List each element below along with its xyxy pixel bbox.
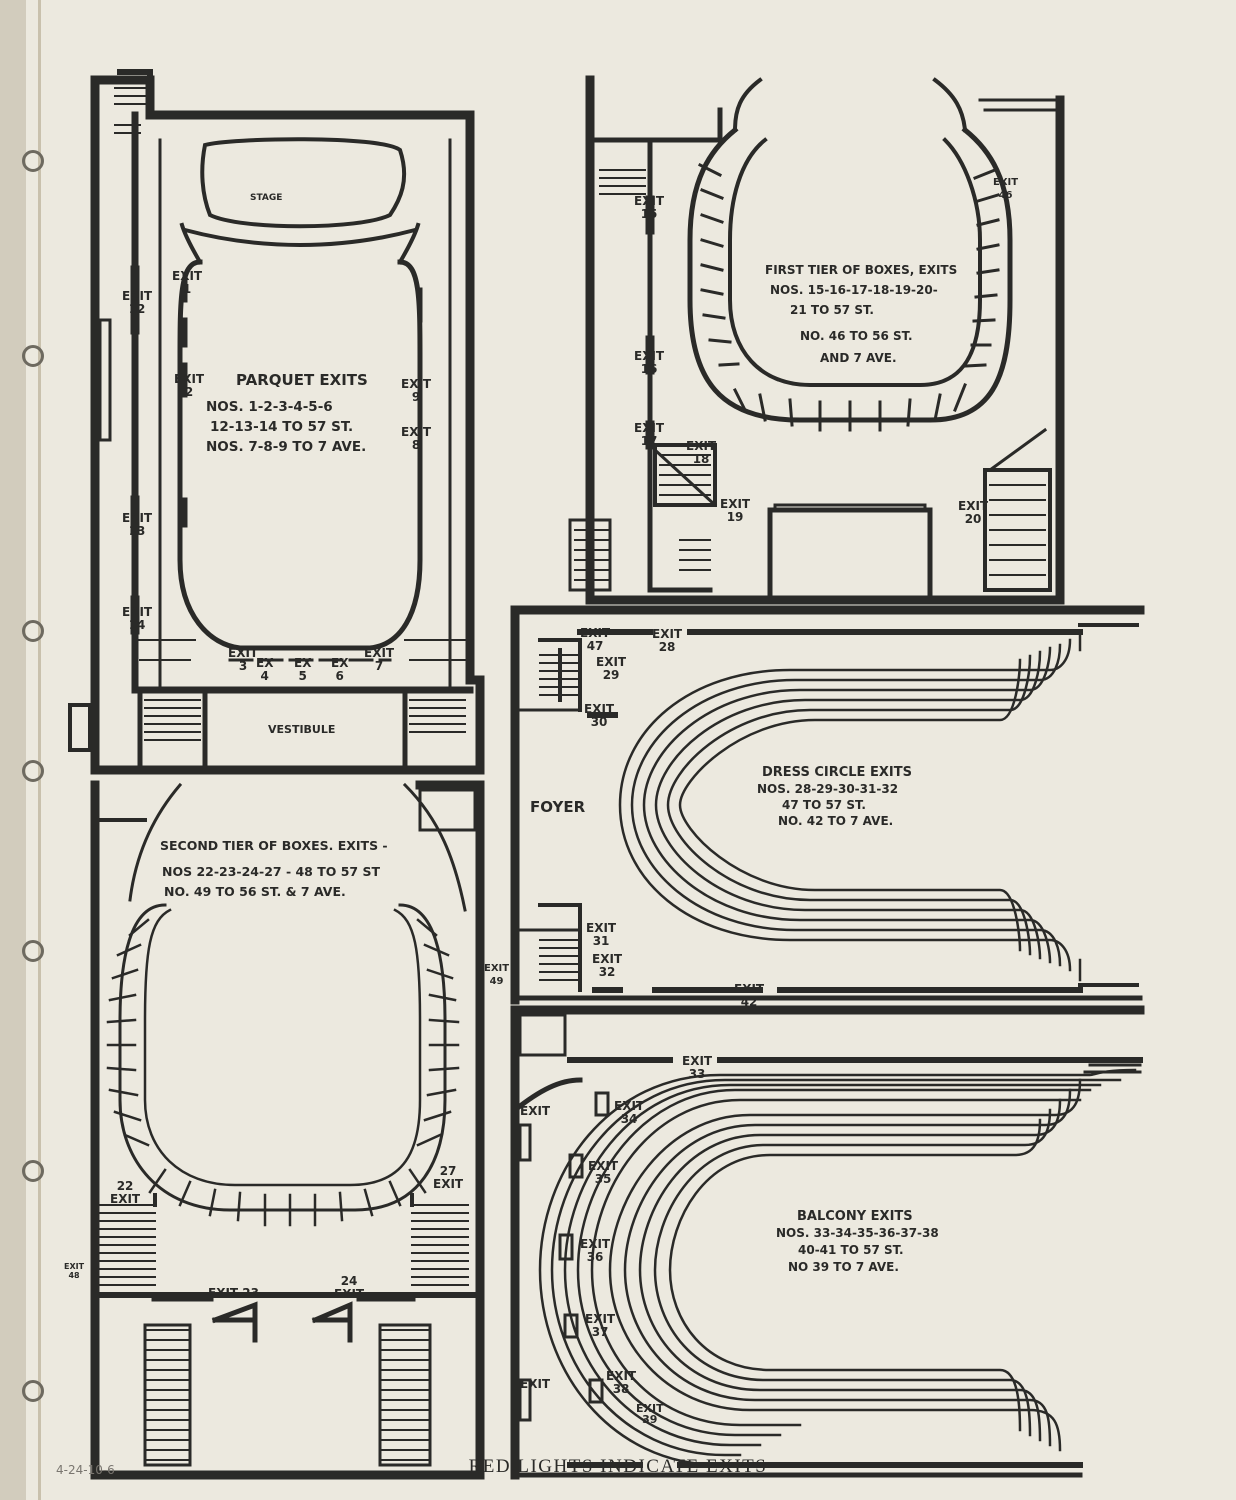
exit-9-label: EXIT 9 [401,377,432,404]
exit-5-label: EX 5 [294,656,312,683]
exit-42-label: EXIT 42 [734,982,765,1009]
dress-circle-line-3: NO. 42 TO 7 AVE. [778,814,894,828]
exit-46-label: EXIT 46 [993,177,1019,201]
parquet-plan [68,69,485,775]
exit-17-label: EXIT 17 [634,421,665,448]
exit-8-label: EXIT 8 [401,425,432,452]
exit-36-label: EXIT 36 [580,1237,611,1264]
dress-circle-line-1: NOS. 28-29-30-31-32 [757,782,899,796]
first-tier-plan [568,75,1065,605]
balcony-exits-line-2: 40-41 TO 57 ST. [798,1243,904,1257]
exit-18-label: EXIT 18 [686,439,717,466]
balcony-exits-title: BALCONY EXITS [797,1209,913,1224]
binding-ring-icon [22,1160,44,1182]
balcony-exits-line-3: NO 39 TO 7 AVE. [788,1260,899,1274]
second-tier-line-2: NO. 49 TO 56 ST. & 7 AVE. [164,884,346,899]
exit-13-label: EXIT 13 [122,511,153,538]
exit-22-label: 22 EXIT [110,1179,141,1206]
exit-40-label: EXIT [520,1104,551,1118]
exit-37-label: EXIT 37 [585,1312,616,1339]
exit-34-label: EXIT 34 [614,1099,645,1126]
exit-23-label: EXIT 23 [208,1286,259,1300]
exit-35-label: EXIT 35 [588,1159,619,1186]
binding-edge [38,0,41,1500]
vestibule-label: VESTIBULE [268,723,336,736]
first-tier-line-4: AND 7 AVE. [820,351,897,365]
exit-38-label: EXIT 38 [606,1369,637,1396]
footer-caption: RED LIGHTS INDICATE EXITS [468,1456,768,1477]
second-tier-title: SECOND TIER OF BOXES. EXITS - [160,838,388,853]
exit-30-label: EXIT 30 [584,702,615,729]
dress-circle-plan [510,605,1145,1005]
exit-15-label: EXIT 15 [634,194,665,221]
exit-29-label: EXIT 29 [596,655,627,682]
dress-circle-title: DRESS CIRCLE EXITS [762,765,912,780]
exit-2-label: EXIT 2 [174,372,205,399]
parquet-exits-line-2: 12-13-14 TO 57 ST. [210,419,354,435]
exit-16-label: EXIT 16 [634,349,665,376]
first-tier-line-1: NOS. 15-16-17-18-19-20- [770,283,938,297]
exit-48-label: EXIT 48 [64,1262,85,1280]
second-tier-plan [90,780,485,1480]
exit-49-label: EXIT 49 [484,963,510,987]
exit-12-label: EXIT 12 [122,289,153,316]
exit-33-label: EXIT 33 [682,1054,713,1081]
binding-ring-icon [22,760,44,782]
exit-27-label: 27 EXIT [433,1164,464,1191]
exit-31-label: EXIT 31 [586,921,617,948]
exit-32-label: EXIT 32 [592,952,623,979]
binding-ring-icon [22,150,44,172]
exit-3-label: EXIT 3 [228,646,259,673]
exit-47-label: EXIT 47 [580,626,611,653]
second-tier-line-1: NOS 22-23-24-27 - 48 TO 57 ST [162,864,381,879]
exit-4-label: EX 4 [256,656,274,683]
exit-39-label: EXIT 39 [636,1402,664,1426]
balcony-exits-line-1: NOS. 33-34-35-36-37-38 [776,1226,939,1240]
binding-ring-icon [22,620,44,642]
first-tier-line-3: NO. 46 TO 56 ST. [800,329,913,343]
parquet-exits-title: PARQUET EXITS [236,371,368,389]
exit-24-label: 24 EXIT [334,1274,365,1301]
parquet-exits-line-3: NOS. 7-8-9 TO 7 AVE. [206,439,367,455]
balcony-plan [510,1005,1145,1480]
first-tier-line-2: 21 TO 57 ST. [790,303,874,317]
binding-ring-icon [22,1380,44,1402]
exit-1-label: EXIT 1 [172,269,203,296]
stage-label: STAGE [250,193,283,203]
first-tier-title: FIRST TIER OF BOXES, EXITS [765,263,958,277]
exit-41-label: EXIT [520,1377,551,1391]
dress-circle-line-2: 47 TO 57 ST. [782,798,866,812]
binding-ring-icon [22,940,44,962]
exit-14-label: EXIT 14 [122,605,153,632]
exit-20-label: EXIT 20 [958,499,989,526]
date-annotation: 4-24-10-6 [56,1463,115,1477]
exit-28-label: EXIT 28 [652,627,683,654]
foyer-label: FOYER [530,798,586,816]
exit-6-label: EX 6 [331,656,349,683]
exit-19-label: EXIT 19 [720,497,751,524]
parquet-exits-line-1: NOS. 1-2-3-4-5-6 [206,399,333,415]
exit-7-label: EXIT 7 [364,646,395,673]
binding-ring-icon [22,345,44,367]
